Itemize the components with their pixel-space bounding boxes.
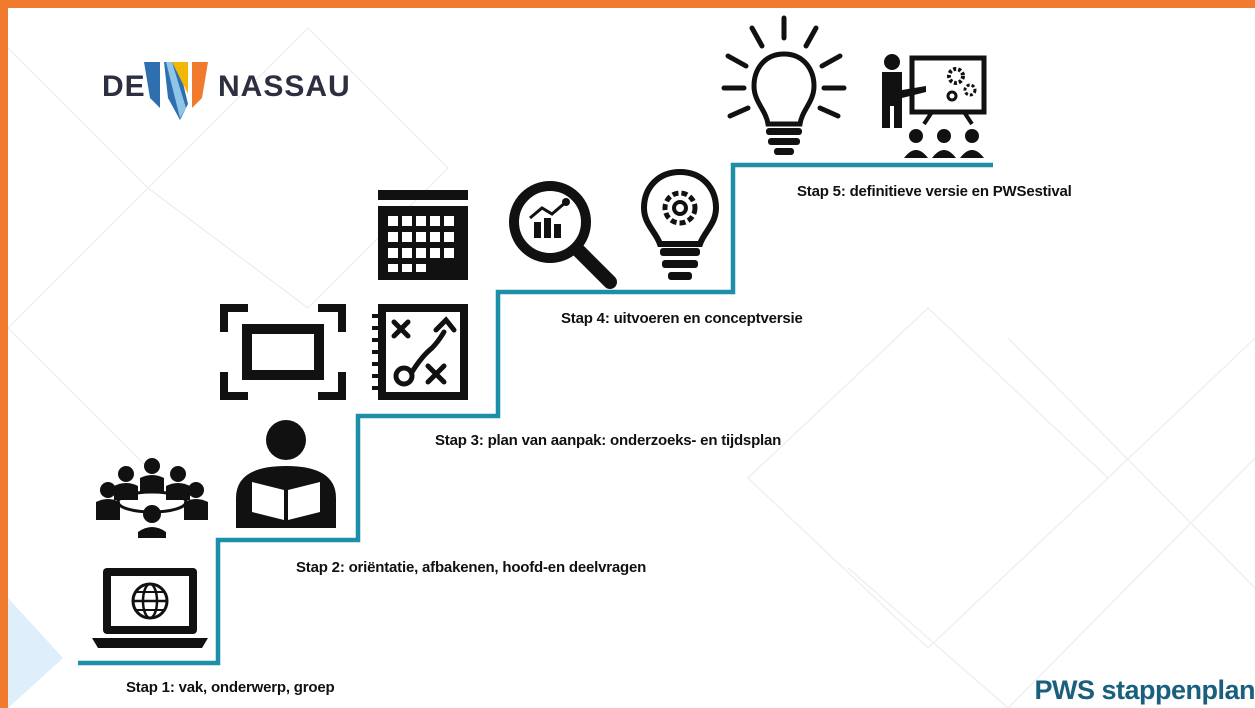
slide: DE NASSAU	[8, 8, 1255, 708]
focus-frame-icon	[220, 304, 346, 400]
gear-bulb-icon	[640, 168, 720, 280]
strategy-plan-icon	[372, 304, 468, 400]
team-meeting-icon	[96, 458, 208, 538]
logo-shield-icon	[144, 62, 208, 120]
page-title: PWS stappenplan	[1034, 675, 1255, 705]
step-3-label: Stap 3: plan van aanpak: onderzoeks- en …	[435, 432, 782, 449]
reading-person-icon	[236, 420, 336, 528]
analytics-magnifier-icon	[509, 181, 617, 289]
step-2-label: Stap 2: oriëntatie, afbakenen, hoofd-en …	[296, 559, 647, 576]
calendar-icon	[378, 190, 468, 280]
logo-text-right: NASSAU	[218, 70, 351, 103]
background-pattern	[8, 26, 1255, 708]
laptop-globe-icon	[92, 568, 208, 648]
lightbulb-icon	[721, 15, 847, 155]
logo-text-left: DE	[102, 70, 146, 103]
corner-triangle	[8, 598, 63, 708]
step-4-label: Stap 4: uitvoeren en conceptversie	[561, 310, 803, 327]
step-1-label: Stap 1: vak, onderwerp, groep	[126, 679, 335, 696]
presentation-icon	[882, 54, 987, 158]
step-5-label: Stap 5: definitieve versie en PWSestival	[797, 183, 1072, 200]
staircase-line	[78, 162, 993, 666]
